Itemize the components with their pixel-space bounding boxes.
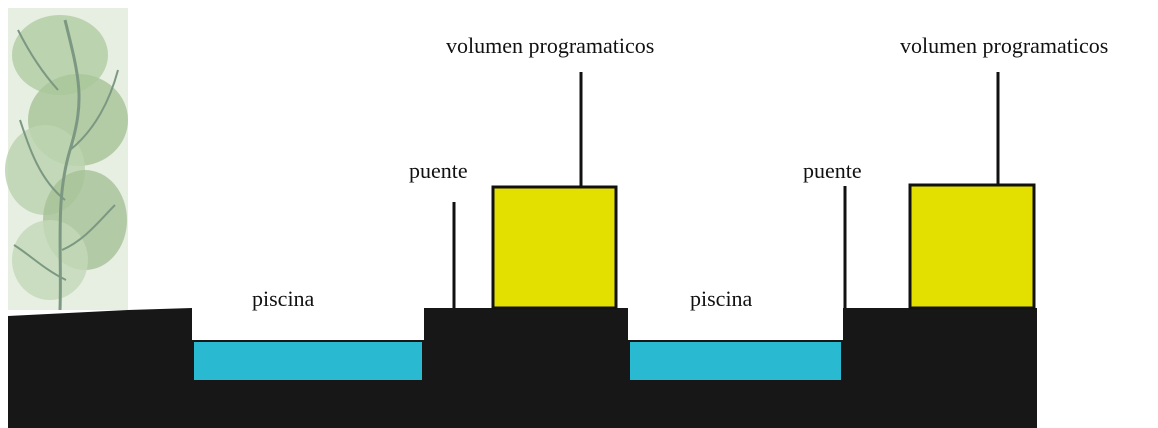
- pool-right: [630, 342, 841, 380]
- tree-illustration: [5, 8, 128, 311]
- program-volume-right: [908, 183, 1036, 310]
- ground-section: [8, 308, 1037, 428]
- program-volume-left: [491, 185, 618, 310]
- bridge-label-right: puente: [803, 158, 862, 183]
- pool-left: [194, 342, 422, 380]
- pool-label-right: piscina: [690, 286, 753, 311]
- pool-label-left: piscina: [252, 286, 315, 311]
- volume-label-left: volumen programaticos: [446, 33, 654, 58]
- bridge-label-left: puente: [409, 158, 468, 183]
- volume-label-right: volumen programaticos: [900, 33, 1108, 58]
